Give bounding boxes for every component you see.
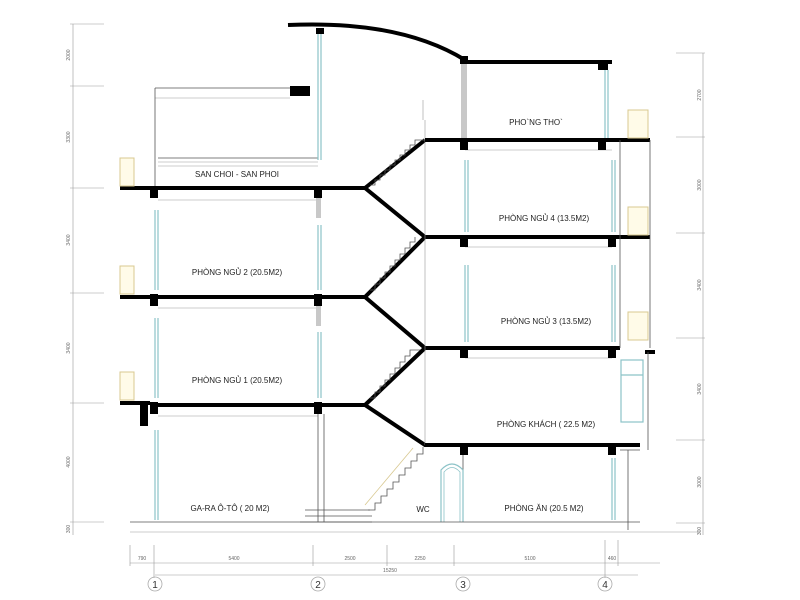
room-label-phong-tho: PHO`NG THO`: [509, 118, 563, 127]
balcony-railing: [627, 109, 649, 139]
balcony-railing: [119, 265, 135, 295]
balcony-railing: [627, 311, 649, 341]
window-frame: [620, 359, 644, 423]
dim-label: 300: [697, 527, 703, 536]
dim-label: 4000: [66, 456, 72, 467]
dim-label: 3000: [697, 179, 703, 190]
room-label-san-choi: SAN CHOI - SAN PHOI: [195, 170, 279, 179]
balcony-railing: [119, 371, 135, 401]
dim-label: 3400: [697, 279, 703, 290]
dim-label: 460: [608, 556, 617, 562]
balcony-railing: [119, 157, 135, 187]
grid-bubble: [455, 576, 471, 592]
room-label-phong-ngu-2: PHÒNG NGỦ 2 (20.5M2): [192, 268, 283, 277]
room-label-wc: WC: [416, 505, 430, 514]
right-block: [425, 56, 655, 530]
dim-label: 300: [66, 525, 72, 534]
grid-axis-label: 1: [152, 580, 158, 591]
left-block: [119, 28, 365, 522]
room-label-phong-ngu-1: PHÒNG NGỦ 1 (20.5M2): [192, 376, 283, 385]
stair-core: [300, 100, 465, 523]
dim-label: 2250: [414, 556, 425, 562]
wc-door: [440, 463, 464, 522]
room-label-ga-ra: GA-RA Ô-TÔ ( 20 M2): [190, 504, 269, 513]
balcony-railing: [627, 206, 649, 236]
dim-label: 3000: [697, 476, 703, 487]
right-dimension-chain: 2700 3000 3400 3400 3000 300: [676, 52, 705, 536]
dim-label: 3400: [66, 342, 72, 353]
room-label-phong-ngu-3: PHÒNG NGỦ 3 (13.5M2): [501, 317, 592, 326]
dim-label: 2000: [66, 49, 72, 60]
grid-bubble: [310, 576, 326, 592]
dim-label: 3300: [66, 131, 72, 142]
room-label-phong-khach: PHÒNG KHÁCH ( 22.5 M2): [497, 420, 596, 429]
dim-label: 2500: [344, 556, 355, 562]
grid-bubble: [597, 576, 613, 592]
dim-label: 2700: [697, 89, 703, 100]
grid-axis-label: 3: [460, 580, 466, 591]
dim-label: 5100: [524, 556, 535, 562]
grid-axis-label: 2: [315, 580, 321, 591]
dim-label: 3400: [66, 234, 72, 245]
grid-axes: 1 2 3 4: [147, 576, 613, 592]
dim-label: 5400: [228, 556, 239, 562]
grid-bubble: [147, 576, 163, 592]
grid-axis-label: 4: [602, 580, 608, 591]
left-dimension-chain: 2000 3300 3400 3400 4000 300: [66, 23, 104, 535]
dim-label: 790: [138, 556, 147, 562]
dim-label: 3400: [697, 383, 703, 394]
total-dim-label: 15250: [383, 568, 397, 574]
room-label-phong-ngu-4: PHÒNG NGỦ 4 (13.5M2): [499, 214, 590, 223]
curved-roof: [287, 22, 467, 62]
bottom-dimension-chain: 790 5400 2500 2250 5100 460 15250: [129, 540, 660, 578]
room-label-phong-an: PHÒNG ĂN (20.5 M2): [504, 504, 583, 513]
